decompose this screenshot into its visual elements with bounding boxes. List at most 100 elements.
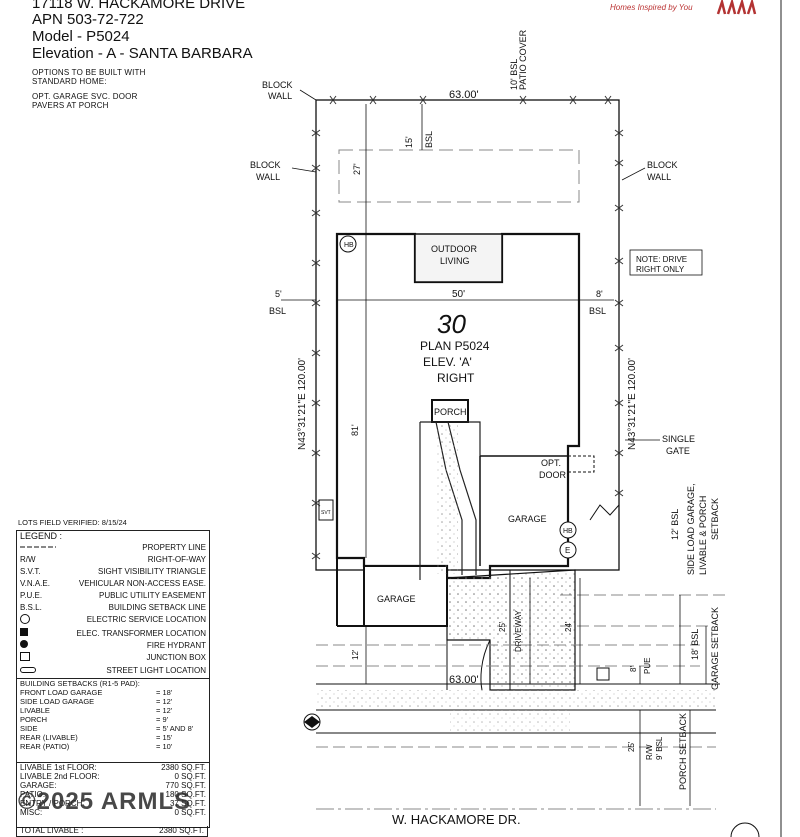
porch-label: PORCH [434, 407, 467, 417]
block-wall-label: BLOCK [250, 160, 281, 170]
brand-logo-icon [716, 0, 757, 15]
area-summary-panel: LIVABLE 1st FLOOR:2380 SQ.FT. LIVABLE 2n… [16, 762, 210, 828]
note-box [629, 249, 703, 276]
area-row: LIVABLE 2nd FLOOR:0 SQ.FT. [20, 772, 206, 781]
setbacks-title: BUILDING SETBACKS (R1-5 PAD): [20, 679, 140, 688]
rw-25-dim: 25' [627, 741, 636, 752]
setback-row: REAR (LIVABLE)= 15' [20, 733, 173, 742]
side-load-setback: SETBACK [710, 498, 720, 540]
opt-door-label: OPT. [541, 458, 561, 468]
area-row: MISC:0 SQ.FT. [20, 808, 206, 817]
side-load-setback: SIDE LOAD GARAGE, [686, 483, 696, 575]
house-width-dim: 50' [452, 289, 465, 300]
block-wall-label: BLOCK [262, 80, 293, 90]
plan-elevation: ELEV. 'A' [423, 355, 472, 369]
pue-label: PUE [643, 658, 652, 674]
block-wall-label: WALL [256, 172, 280, 182]
note-text: RIGHT ONLY [636, 265, 685, 274]
bearing-right: N43°31'21"E 120.00' [627, 358, 638, 450]
setback-row: FRONT LOAD GARAGE= 18' [20, 688, 173, 697]
patio-cover-label: PATIO COVER [518, 29, 528, 90]
rear-setback-dim: 27' [352, 163, 362, 175]
legend-row: P.U.E.PUBLIC UTILITY EASEMENT [20, 591, 206, 600]
front-garage [363, 565, 448, 627]
hose-bib-icon [339, 235, 357, 253]
legend-row: ELEC. TRANSFORMER LOCATION [17, 628, 209, 640]
legend-row: JUNCTION BOX [17, 652, 209, 665]
side-load-setback: LIVABLE & PORCH [698, 496, 708, 575]
copyright-watermark: ©2025 ARMLS [18, 788, 192, 815]
plan-orientation: RIGHT [437, 371, 475, 385]
block-wall-label: WALL [647, 172, 671, 182]
rear-bsl-15: 15' [404, 136, 414, 148]
outdoor-living-patio [414, 233, 503, 283]
address-title: 17118 W. HACKAMORE DRIVE [32, 0, 246, 12]
area-row: GARAGE:770 SQ.FT. [20, 781, 206, 790]
garage-setback-label: GARAGE SETBACK [710, 607, 720, 690]
front-garage-label: GARAGE [377, 594, 416, 604]
legend-row: B.S.L.BUILDING SETBACK LINE [20, 603, 206, 612]
side-garage-label: GARAGE [508, 514, 547, 524]
elevation-label: Elevation - A - SANTA BARBARA [32, 45, 253, 62]
house-depth-dim: 81' [350, 424, 360, 436]
plan-name: PLAN P5024 [420, 339, 490, 353]
single-gate-label: GATE [666, 446, 690, 456]
total-livable-row: TOTAL LIVABLE :2380 SQ.FT. [16, 826, 208, 837]
outdoor-living-label: OUTDOOR [431, 244, 477, 254]
side-right-dim: 8' [596, 289, 603, 299]
legend-row: S.V.T.SIGHT VISIBILITY TRIANGLE [20, 567, 206, 576]
setback-row: SIDE LOAD GARAGE= 12' [20, 697, 173, 706]
rear-setback-line [338, 149, 580, 203]
drive-24-dim: 24' [564, 621, 573, 632]
property-line [315, 99, 620, 571]
legend-row: FIRE HYDRANT [17, 640, 209, 652]
legend-title: LEGEND : [20, 531, 63, 541]
options-line: STANDARD HOME: [32, 77, 107, 86]
area-row: PATIO:180 SQ.FT. [20, 790, 206, 799]
legend-row: STREET LIGHT LOCATION [17, 665, 209, 677]
north-arrow-icon [730, 822, 760, 837]
pue-8-dim: 8' [629, 666, 638, 672]
drive-25-dim: 25' [498, 621, 507, 632]
bsl-label: BSL [269, 306, 286, 316]
side-left-dim: 5' [275, 289, 282, 299]
lots-field-verified: LOTS FIELD VERIFIED: 8/15/24 [18, 518, 127, 527]
driveway-label: DRIVEWAY [514, 610, 523, 652]
legend-row: V.N.A.E.VEHICULAR NON-ACCESS EASE. [20, 579, 206, 588]
block-wall-label: BLOCK [647, 160, 678, 170]
lot-width-bottom: 63.00' [449, 674, 479, 686]
setback-row: PORCH= 9' [20, 715, 169, 724]
fire-hydrant-icon [20, 640, 28, 648]
hb-label: HB [563, 528, 573, 535]
bsl-18-dim: 18' BSL [690, 629, 700, 660]
note-text: NOTE: DRIVE [636, 255, 687, 264]
legend-row: ELECTRIC SERVICE LOCATION [17, 614, 209, 628]
bsl-label: BSL [424, 131, 434, 148]
driveway [446, 569, 576, 691]
opt-door-label: DOOR [539, 470, 567, 480]
single-gate [589, 504, 620, 521]
junction-box-icon [596, 667, 610, 681]
lot-width-top: 63.00' [449, 89, 479, 101]
front-12-dim: 12' [351, 649, 360, 660]
svt-label: SVT [321, 510, 331, 516]
options-line: PAVERS AT PORCH [32, 101, 109, 110]
area-row: LIVABLE 1st FLOOR:2380 SQ.FT. [20, 763, 206, 772]
junction-box-icon [20, 652, 30, 661]
hose-bib-icon [559, 521, 577, 539]
bsl-12-dim: 12' BSL [670, 509, 680, 540]
setback-row: REAR (PATIO)= 10' [20, 742, 173, 751]
model-label: Model - P5024 [32, 28, 130, 45]
single-gate-label: SINGLE [662, 434, 695, 444]
rw-label: R/W [645, 744, 654, 760]
street-light-icon [20, 667, 36, 673]
sidewalk [316, 690, 716, 710]
setback-row: SIDE= 5' AND 8' [20, 724, 194, 733]
brand-tagline: Homes Inspired by You [610, 3, 693, 12]
svt-box [318, 499, 334, 521]
street-name: W. HACKAMORE DR. [392, 812, 521, 827]
block-wall-label: WALL [268, 91, 292, 101]
